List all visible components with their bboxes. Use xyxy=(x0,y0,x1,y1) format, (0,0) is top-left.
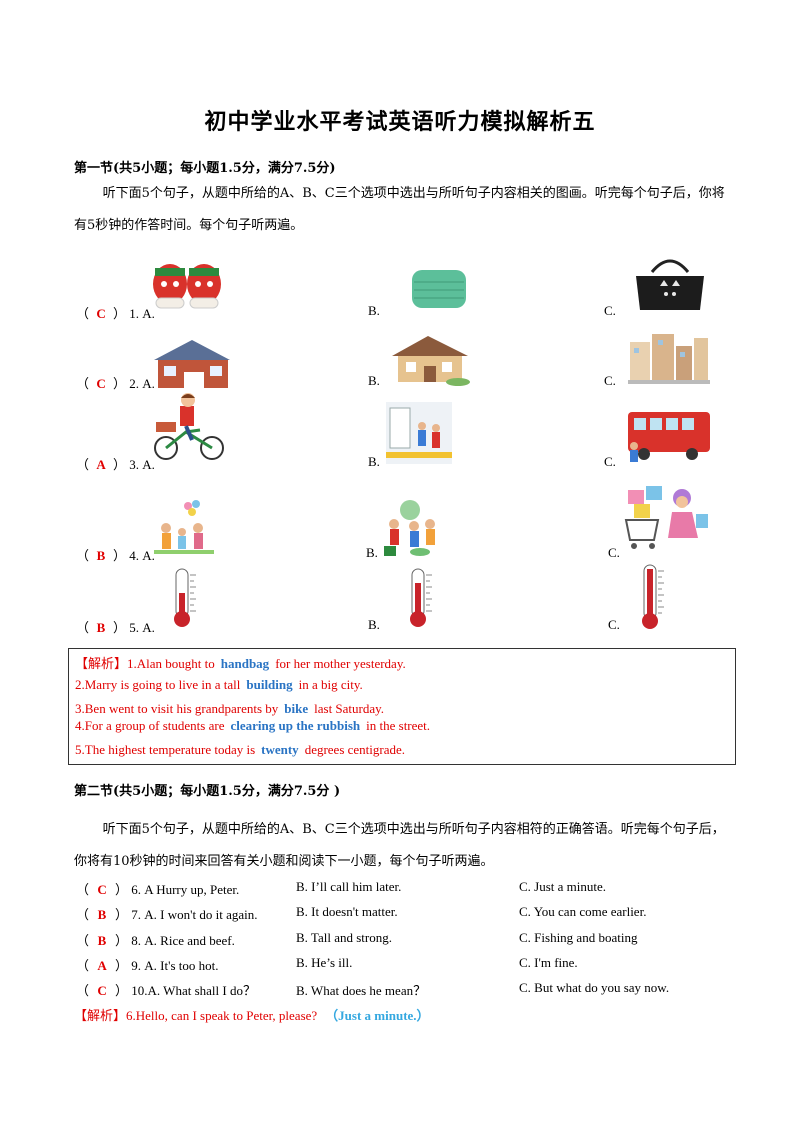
question-row-9: （A） 9. A. It's too hot. B. He’s ill. C. … xyxy=(76,955,578,973)
option-c: C. But what do you say now. xyxy=(519,980,670,995)
answer-letter: B xyxy=(96,548,106,563)
keyword: building xyxy=(246,677,293,692)
question-number: （C） 1. A. xyxy=(76,306,155,321)
keyword: handbag xyxy=(220,656,270,671)
family-picnic-picture xyxy=(154,500,214,554)
handbag-picture xyxy=(636,259,704,310)
option-b: B. I’ll call him later. xyxy=(296,879,402,894)
students-cleaning-picture xyxy=(384,500,435,556)
option-a: 7. A. I won't do it again. xyxy=(131,907,258,922)
answer-letter: B xyxy=(97,933,107,948)
answer-letter: C xyxy=(97,983,107,998)
question-row-3: （A） 3. A. B. C. xyxy=(0,393,800,472)
keyword: twenty xyxy=(261,742,299,757)
thermometer-high-picture xyxy=(642,564,664,629)
question-row-5: （B） 5. A. B. C. xyxy=(0,564,800,635)
house-picture xyxy=(154,340,230,388)
option-c-label: C. xyxy=(604,303,616,318)
option-c-label: C. xyxy=(604,454,616,469)
city-buildings-picture xyxy=(628,334,710,384)
answer-letter: B xyxy=(96,620,106,635)
question-row-4: （B） 4. A. B. C. xyxy=(0,486,800,563)
keyword: bike xyxy=(284,701,309,716)
option-a: 8. A. Rice and beef. xyxy=(131,933,235,948)
thermometer-low-picture xyxy=(174,568,196,627)
question-row-7: （B） 7. A. I won't do it again. B. It doe… xyxy=(76,904,647,922)
question-number: （C） 2. A. xyxy=(76,376,155,391)
section-1-instructions: 听下面5个句子，从题中所给的A、B、C三个选项中选出与所听句子内容相关的图画。听… xyxy=(74,186,725,233)
answer-letter: C xyxy=(96,376,106,391)
cottage-picture xyxy=(392,336,470,386)
mittens-picture xyxy=(153,264,221,309)
keyword: （Just a minute.） xyxy=(325,1008,430,1023)
option-b: B. What does he mean？ xyxy=(296,983,427,998)
option-c-label: C. xyxy=(608,545,620,560)
girl-shopping-picture xyxy=(624,486,708,549)
answer-letter: A xyxy=(97,958,107,973)
page-title: 初中学业水平考试英语听力模拟解析五 xyxy=(204,110,596,135)
option-a: 6. A Hurry up, Peter. xyxy=(131,882,240,897)
question-row-1: （C） 1. A. B. C. xyxy=(0,252,800,321)
section-2-instructions: 听下面5个句子，从题中所给的A、B、C三个选项中选出与所听句子内容相符的正确答语… xyxy=(74,822,725,869)
question-row-8: （B） 8. A. Rice and beef. B. Tall and str… xyxy=(76,930,638,948)
option-a: 9. A. It's too hot. xyxy=(131,958,219,973)
bus-picture xyxy=(628,412,710,462)
option-b-label: B. xyxy=(366,545,378,560)
answer-letter: C xyxy=(96,306,106,321)
boy-on-bike-picture xyxy=(154,393,224,460)
analysis-line-6: 【解析】6.Hello, can I speak to Peter, pleas… xyxy=(74,1008,430,1023)
answer-letter: A xyxy=(96,457,106,472)
question-row-2: （C） 2. A. B. C. xyxy=(0,330,800,391)
section-1-heading: 第一节(共5小题；每小题1.5分，满分7.5分) xyxy=(74,161,336,176)
option-c: C. You can come earlier. xyxy=(519,904,647,919)
question-row-10: （C） 10.A. What shall I do？ B. What does … xyxy=(76,980,670,998)
option-c-label: C. xyxy=(604,373,616,388)
option-b: B. He’s ill. xyxy=(296,955,353,970)
option-b: B. It doesn't matter. xyxy=(296,904,398,919)
option-a: 10.A. What shall I do？ xyxy=(131,983,256,998)
question-row-6: （C） 6. A Hurry up, Peter. B. I’ll call h… xyxy=(76,879,607,897)
option-b-label: B. xyxy=(368,373,380,388)
option-c-label: C. xyxy=(608,617,620,632)
question-number: （B） 4. A. xyxy=(76,548,155,563)
answer-letter: B xyxy=(97,907,107,922)
option-b-label: B. xyxy=(368,303,380,318)
option-b-label: B. xyxy=(368,617,380,632)
option-c: C. Fishing and boating xyxy=(519,930,638,945)
answer-letter: C xyxy=(97,882,107,897)
option-c: C. Just a minute. xyxy=(519,879,607,894)
option-c: C. I'm fine. xyxy=(519,955,578,970)
question-number: （A） 3. A. xyxy=(76,457,155,472)
question-number: （B） 5. A. xyxy=(76,620,155,635)
section-2-heading: 第二节(共5小题；每小题1.5分，满分7.5分 ) xyxy=(74,784,341,799)
thermometer-mid-picture xyxy=(410,568,432,627)
keyword: clearing up the rubbish xyxy=(230,718,361,733)
face-mask-picture xyxy=(412,270,466,308)
option-b-label: B. xyxy=(368,454,380,469)
subway-station-picture xyxy=(386,402,452,464)
option-b: B. Tall and strong. xyxy=(296,930,392,945)
